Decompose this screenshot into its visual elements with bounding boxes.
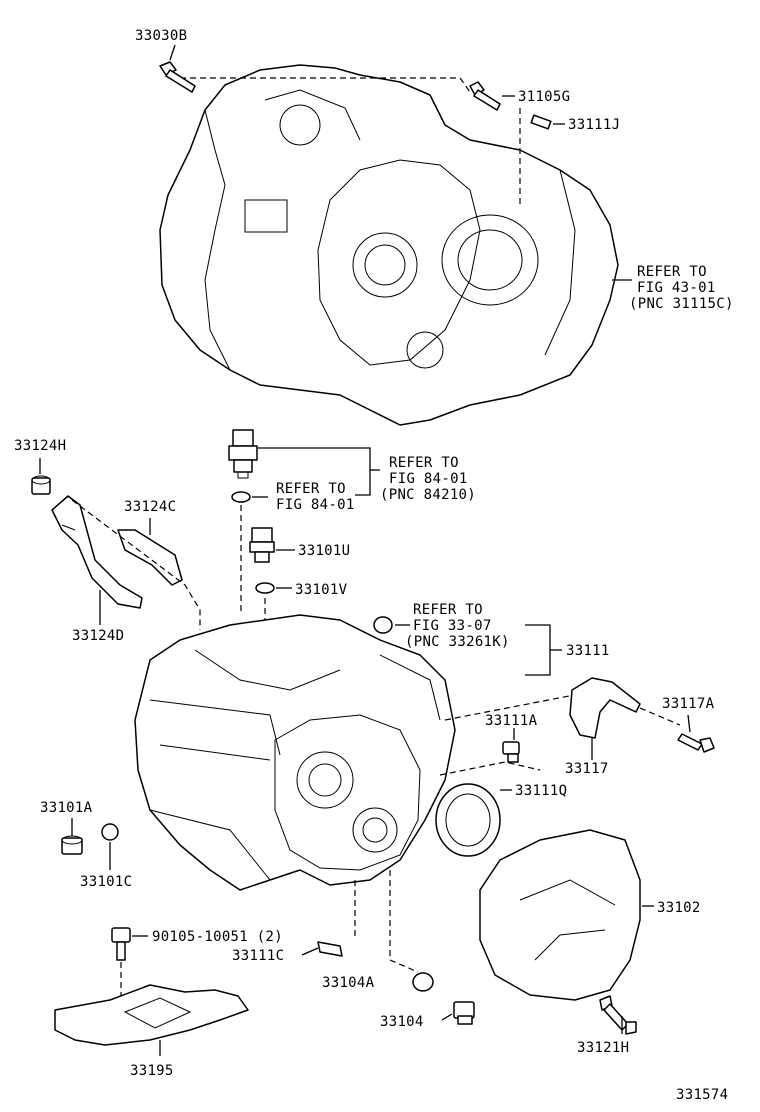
- label-33101U: 33101U: [298, 543, 350, 559]
- label-33117: 33117: [565, 761, 609, 777]
- label-31105G: 31105G: [518, 89, 570, 105]
- transaxle-housing-upper: [159, 64, 619, 426]
- drain-plug-33101A-icon: [61, 835, 83, 855]
- label-33104: 33104: [380, 1014, 424, 1030]
- label-33195: 33195: [130, 1063, 174, 1079]
- label-33104A: 33104A: [322, 975, 375, 991]
- refer-fig43-line2: FIG 43-01: [637, 280, 716, 296]
- figure-number: 331574: [676, 1087, 728, 1103]
- refer-fig84-a-line3: (PNC 84210): [380, 487, 476, 503]
- refer-fig84-b-line1: REFER TO: [276, 481, 346, 497]
- label-33030B: 33030B: [135, 28, 187, 44]
- refer-fig84-a-line1: REFER TO: [389, 455, 459, 471]
- refer-fig33-line2: FIG 33-07: [413, 618, 492, 634]
- plug-33111A-icon: [502, 741, 520, 763]
- clutch-housing-33102: [479, 829, 641, 1001]
- plug-33104-icon: [453, 1001, 475, 1025]
- switch-33101U-icon: [249, 527, 275, 563]
- bracket-33117-icon: [569, 677, 641, 739]
- undercover-33195: [54, 984, 249, 1046]
- stud-bolt-33111C-icon: [317, 941, 343, 957]
- bolt-33124H-icon: [31, 475, 51, 495]
- lever-33124D-icon: [51, 495, 143, 609]
- refer-fig43-line1: REFER TO: [637, 264, 707, 280]
- gasket-33101C-icon: [101, 823, 119, 841]
- refer-fig33-line1: REFER TO: [413, 602, 483, 618]
- label-90105-10051: 90105-10051 (2): [152, 929, 283, 945]
- gasket-33101V-icon: [255, 582, 275, 594]
- bolt-33121H-icon: [599, 995, 637, 1035]
- label-33124D: 33124D: [72, 628, 124, 644]
- label-33121H: 33121H: [577, 1040, 629, 1056]
- gasket-33104A-icon: [412, 972, 434, 992]
- oil-seal-33111Q-icon: [435, 783, 501, 857]
- label-33101C: 33101C: [80, 874, 132, 890]
- label-33111: 33111: [566, 643, 610, 659]
- refer-fig84-a-line2: FIG 84-01: [389, 471, 468, 487]
- oil-seal-33261K-icon: [373, 616, 393, 634]
- washer-icon: [231, 491, 251, 503]
- label-33101V: 33101V: [295, 582, 348, 598]
- sensor-84210-icon: [228, 429, 258, 479]
- bolt-90105-icon: [111, 927, 131, 961]
- bolt-33117A-icon: [677, 733, 715, 753]
- bolt-31105G-icon: [469, 81, 501, 111]
- label-33111Q: 33111Q: [515, 783, 567, 799]
- refer-fig84-b-line2: FIG 84-01: [276, 497, 355, 513]
- label-33102: 33102: [657, 900, 701, 916]
- label-33124C: 33124C: [124, 499, 176, 515]
- bolt-33030B-icon: [159, 61, 196, 93]
- pin-33111J-icon: [530, 114, 552, 130]
- label-33111J: 33111J: [568, 117, 620, 133]
- lever-33124C-icon: [117, 529, 183, 586]
- label-33111C: 33111C: [232, 948, 284, 964]
- refer-fig43-line3: (PNC 31115C): [629, 296, 734, 312]
- label-33117A: 33117A: [662, 696, 715, 712]
- label-33101A: 33101A: [40, 800, 93, 816]
- label-33124H: 33124H: [14, 438, 66, 454]
- label-33111A: 33111A: [485, 713, 538, 729]
- refer-fig33-line3: (PNC 33261K): [405, 634, 510, 650]
- transaxle-case-33111: [134, 614, 456, 891]
